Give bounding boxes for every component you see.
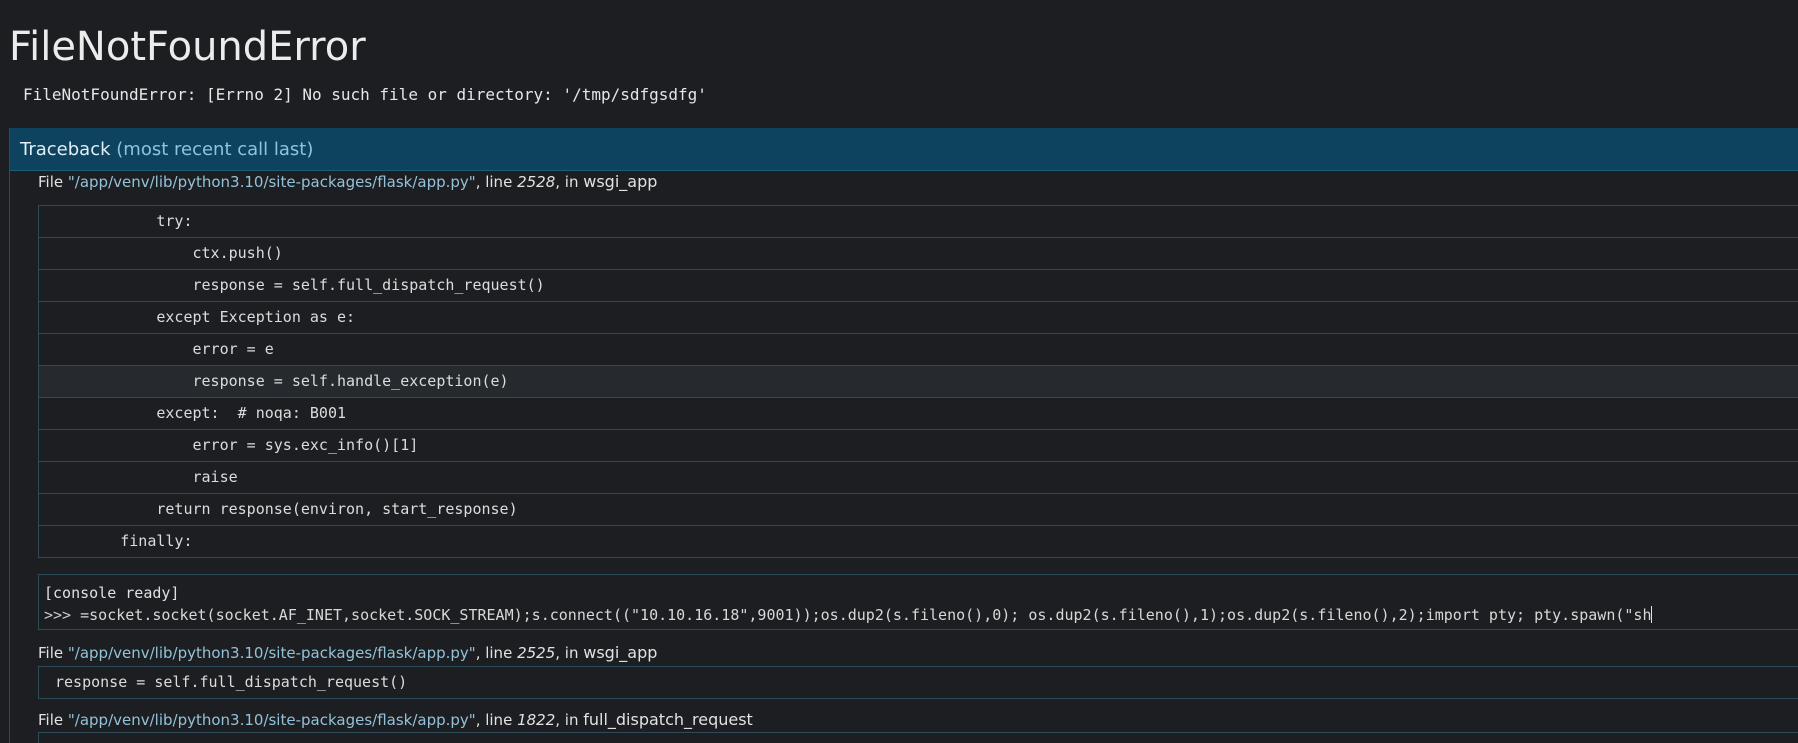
frame-header[interactable]: File "/app/venv/lib/python3.10/site-pack… (38, 172, 657, 192)
text-caret (1651, 606, 1653, 623)
frame-filename: "/app/venv/lib/python3.10/site-packages/… (67, 711, 476, 729)
traceback-header[interactable]: Traceback (most recent call last) (10, 128, 1798, 171)
frame-in-word: , in (555, 644, 584, 662)
frame-function: wsgi_app (583, 643, 658, 662)
error-title: FileNotFoundError (9, 24, 366, 70)
frame-lineno: 2528 (517, 173, 556, 191)
frame-function: wsgi_app (583, 172, 658, 191)
code-line: try: (39, 206, 1798, 238)
code-line: error = sys.exc_info()[1] (39, 430, 1798, 462)
frame-line-word: , line (475, 173, 518, 191)
traceback-header-subtitle: (most recent call last) (116, 139, 314, 160)
console-input-row[interactable]: >>> =socket.socket(socket.AF_INET,socket… (44, 606, 1653, 624)
console-input[interactable]: =socket.socket(socket.AF_INET,socket.SOC… (80, 606, 1652, 624)
frame-lineno: 1822 (517, 711, 556, 729)
frame-header[interactable]: File "/app/venv/lib/python3.10/site-pack… (38, 710, 753, 730)
frame-line-word: , line (475, 644, 518, 662)
code-line: ctx.push() (39, 238, 1798, 270)
source-code-block[interactable]: try: ctx.push() response = self.full_dis… (38, 205, 1798, 558)
code-line: except: # noqa: B001 (39, 398, 1798, 430)
frame-in-word: , in (555, 711, 584, 729)
frame-file-prefix: File (38, 644, 68, 662)
code-line: response = self.full_dispatch_request() (39, 270, 1798, 302)
frame-file-prefix: File (38, 711, 68, 729)
frame-function: full_dispatch_request (583, 710, 753, 729)
code-line: error = e (39, 334, 1798, 366)
frame-file-prefix: File (38, 173, 68, 191)
code-line: raise (39, 462, 1798, 494)
source-code-block-partial (38, 732, 1798, 743)
code-line: return response(environ, start_response) (39, 494, 1798, 526)
traceback-header-title: Traceback (20, 139, 111, 160)
frame-lineno: 2525 (517, 644, 556, 662)
frame-line-word: , line (475, 711, 518, 729)
error-message: FileNotFoundError: [Errno 2] No such fil… (23, 85, 707, 104)
frame-header[interactable]: File "/app/venv/lib/python3.10/site-pack… (38, 643, 657, 663)
frame-filename: "/app/venv/lib/python3.10/site-packages/… (67, 644, 476, 662)
frame-in-word: , in (555, 173, 584, 191)
code-line-current: response = self.handle_exception(e) (39, 366, 1798, 398)
code-line: finally: (39, 526, 1798, 558)
traceback-panel: Traceback (most recent call last) (9, 128, 1798, 743)
console-ready-text: [console ready] (44, 584, 180, 602)
interactive-console[interactable]: [console ready] >>> =socket.socket(socke… (38, 574, 1798, 630)
source-code-collapsed[interactable]: response = self.full_dispatch_request() (38, 666, 1798, 699)
console-prompt: >>> (44, 606, 81, 624)
code-line: except Exception as e: (39, 302, 1798, 334)
frame-filename: "/app/venv/lib/python3.10/site-packages/… (67, 173, 476, 191)
